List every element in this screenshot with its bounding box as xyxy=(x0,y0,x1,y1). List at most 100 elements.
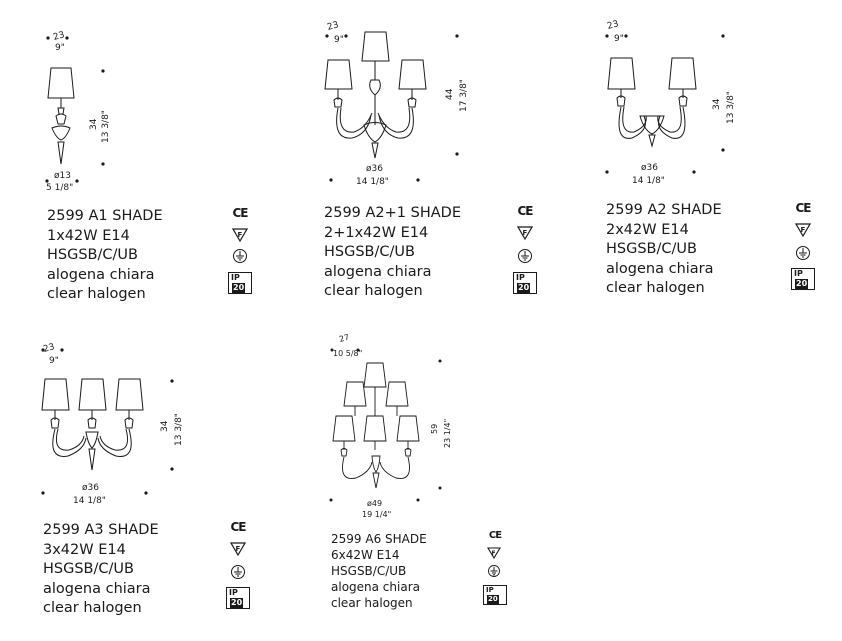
product-a3: 23 9" 34 13 3/8" ø36 14 1/8" 2599 A3 SHA… xyxy=(0,320,300,641)
width-cm-label: ø13 xyxy=(54,171,71,181)
lamp-type-en: clear halogen xyxy=(43,600,142,616)
product-a6-specs: 2599 A6 SHADE 6x42W E14 HSGSB/C/UB aloge… xyxy=(331,531,427,611)
ip20-badge-icon: IP20 xyxy=(791,268,815,290)
lamp-type-it: alogena chiara xyxy=(606,260,714,277)
certifications: CE F IP20 xyxy=(228,206,252,294)
width-in-label: 14 1/8" xyxy=(356,177,389,187)
f-mark-icon: F xyxy=(487,547,501,559)
svg-text:F: F xyxy=(492,550,496,557)
product-power: 6x42W E14 xyxy=(331,548,400,562)
certifications: CE F IP20 xyxy=(791,201,815,290)
width-cm-label: ø36 xyxy=(82,483,99,493)
ip20-badge-icon: IP20 xyxy=(513,272,537,294)
depth-in-label: 9" xyxy=(334,35,344,45)
earth-ground-icon xyxy=(231,565,245,579)
height-cm-label: 34 xyxy=(712,98,722,110)
width-in-label: 5 1/8" xyxy=(46,183,73,193)
dimension-dots xyxy=(45,36,105,183)
depth-in-label: 9" xyxy=(49,356,59,366)
product-code: 2599 A3 SHADE xyxy=(43,522,159,538)
height-in-label: 13 3/8" xyxy=(726,91,736,124)
certifications: CE F IP20 xyxy=(483,530,507,605)
height-in-label: 17 3/8" xyxy=(459,79,469,112)
depth-cm-label: 27 xyxy=(338,333,350,344)
product-code: 2599 A2 SHADE xyxy=(606,202,722,218)
width-in-label: 19 1/4" xyxy=(362,510,391,519)
width-cm-label: ø36 xyxy=(641,163,658,173)
ip20-badge-icon: IP20 xyxy=(228,272,252,294)
product-finish: HSGSB/C/UB xyxy=(331,564,407,578)
depth-in-label: 10 5/8" xyxy=(333,349,362,358)
product-a2plus1-drawing: 23 9" 44 17 3/8" ø36 14 1/8" xyxy=(324,20,469,187)
product-a3-drawing: 23 9" 34 13 3/8" ø36 14 1/8" xyxy=(41,342,184,506)
height-cm-label: 34 xyxy=(160,420,170,432)
svg-text:F: F xyxy=(238,231,243,239)
product-finish: HSGSB/C/UB xyxy=(43,561,134,577)
product-power: 3x42W E14 xyxy=(43,541,126,558)
lamp-silhouette xyxy=(47,67,75,165)
product-finish: HSGSB/C/UB xyxy=(606,241,697,257)
product-a1-drawing: 23 9" 34 13 3/8" ø13 5 1/8" xyxy=(45,30,111,193)
product-power: 1x42W E14 xyxy=(47,227,130,244)
product-a6-drawing: 27 10 5/8" 59 23 1/4" ø49 19 1/4" xyxy=(329,333,452,519)
depth-cm-label: 23 xyxy=(326,20,340,33)
ce-mark-icon: CE xyxy=(517,204,533,218)
height-cm-label: 59 xyxy=(430,424,439,434)
height-cm-label: 44 xyxy=(445,88,455,100)
depth-cm-label: 23 xyxy=(52,30,66,43)
lamp-type-it: alogena chiara xyxy=(331,580,420,594)
lamp-silhouette xyxy=(332,362,420,489)
ip20-badge-icon: IP20 xyxy=(483,585,507,605)
depth-in-label: 9" xyxy=(614,34,624,44)
lamp-silhouette xyxy=(607,57,697,148)
ce-mark-icon: CE xyxy=(230,520,246,534)
lamp-type-en: clear halogen xyxy=(606,280,705,296)
lamp-silhouette xyxy=(324,31,427,159)
product-code: 2599 A2+1 SHADE xyxy=(324,205,461,221)
lamp-type-it: alogena chiara xyxy=(324,263,432,280)
f-mark-icon: F xyxy=(232,228,248,242)
width-cm-label: ø36 xyxy=(366,164,383,174)
product-a3-specs: 2599 A3 SHADE 3x42W E14 HSGSB/C/UB aloge… xyxy=(43,521,159,619)
product-a2plus1-specs: 2599 A2+1 SHADE 2+1x42W E14 HSGSB/C/UB a… xyxy=(324,204,461,302)
lamp-type-en: clear halogen xyxy=(324,283,423,299)
product-finish: HSGSB/C/UB xyxy=(324,244,415,260)
lamp-silhouette xyxy=(41,378,144,471)
ip20-badge-icon: IP20 xyxy=(226,587,250,609)
product-power: 2x42W E14 xyxy=(606,221,689,238)
lamp-type-it: alogena chiara xyxy=(47,266,155,283)
product-a6: 27 10 5/8" 59 23 1/4" ø49 19 1/4" 2599 A… xyxy=(300,320,560,641)
certifications: CE F IP20 xyxy=(513,204,537,294)
depth-cm-label: 23 xyxy=(606,19,620,32)
earth-ground-icon xyxy=(233,249,247,263)
product-finish: HSGSB/C/UB xyxy=(47,247,138,263)
product-code: 2599 A1 SHADE xyxy=(47,208,163,224)
svg-text:F: F xyxy=(801,226,806,234)
ce-mark-icon: CE xyxy=(488,530,502,541)
product-power: 2+1x42W E14 xyxy=(324,224,429,241)
earth-ground-icon xyxy=(796,246,810,260)
lamp-type-en: clear halogen xyxy=(331,596,413,610)
earth-ground-icon xyxy=(488,565,500,577)
height-cm-label: 34 xyxy=(89,118,99,130)
ce-mark-icon: CE xyxy=(795,201,811,215)
height-in-label: 23 1/4" xyxy=(443,419,452,448)
height-in-label: 13 3/8" xyxy=(101,110,111,143)
height-in-label: 13 3/8" xyxy=(174,413,184,446)
lamp-type-en: clear halogen xyxy=(47,286,146,302)
f-mark-icon: F xyxy=(795,223,811,237)
product-code: 2599 A6 SHADE xyxy=(331,532,427,546)
product-a2-drawing: 23 9" 34 13 3/8" ø36 14 1/8" xyxy=(605,19,736,186)
product-a1-specs: 2599 A1 SHADE 1x42W E14 HSGSB/C/UB aloge… xyxy=(47,207,163,305)
product-a2: 23 9" 34 13 3/8" ø36 14 1/8" 2599 A2 SHA… xyxy=(0,0,842,310)
depth-cm-label: 23 xyxy=(42,342,56,355)
product-a2plus1: 23 9" 44 17 3/8" ø36 14 1/8" 2599 A2+1 S… xyxy=(0,0,560,310)
depth-in-label: 9" xyxy=(55,43,65,53)
f-mark-icon: F xyxy=(230,542,246,556)
width-in-label: 14 1/8" xyxy=(632,176,665,186)
product-a1: 23 9" 34 13 3/8" ø13 5 1/8" 2599 A1 SHAD… xyxy=(0,0,280,310)
earth-ground-icon xyxy=(518,249,532,263)
product-a2-specs: 2599 A2 SHADE 2x42W E14 HSGSB/C/UB aloge… xyxy=(606,201,722,299)
certifications: CE F IP20 xyxy=(226,520,250,609)
f-mark-icon: F xyxy=(517,226,533,240)
